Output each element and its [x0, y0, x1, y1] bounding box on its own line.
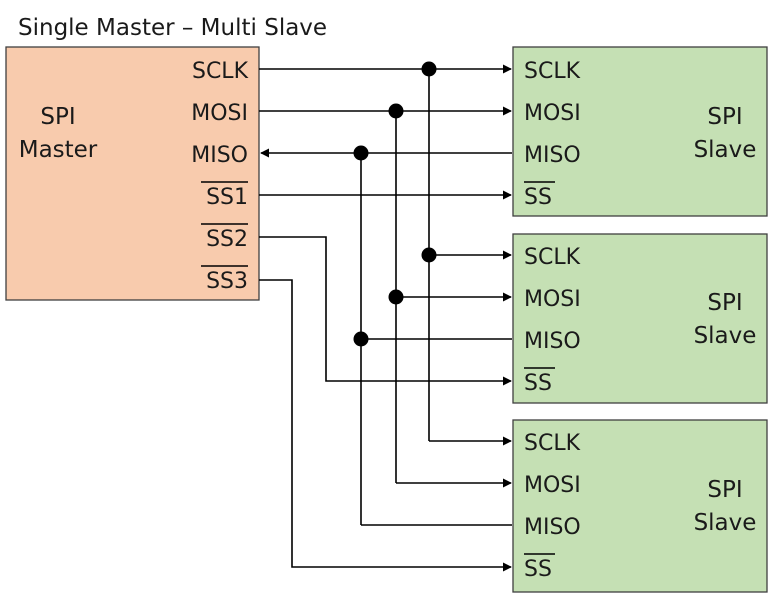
slave-3-name-line2: Slave: [694, 510, 757, 536]
diagram-title: Single Master – Multi Slave: [18, 15, 327, 41]
slave-2-pin-mosi: MOSI: [524, 287, 581, 312]
slave-3-box: [512, 419, 768, 593]
master-pin-ss1: SS1: [206, 185, 248, 210]
master-pin-miso: MISO: [191, 143, 248, 168]
mosi-junction-dot-2: [388, 289, 404, 305]
master-pin-sclk: SCLK: [192, 59, 249, 84]
slave-1-name-line1: SPI: [707, 104, 742, 130]
sclk-junction-dot-2: [421, 247, 437, 263]
miso-junction-dot-2: [353, 331, 369, 347]
master-box: [5, 46, 260, 301]
slave-2-name-line1: SPI: [707, 290, 742, 316]
slave-3-pin-miso: MISO: [524, 515, 581, 540]
ss3-line: [259, 279, 512, 572]
slave-2-pin-sclk: SCLK: [524, 245, 581, 270]
mosi-junction-dot: [388, 103, 404, 119]
slave-2-name-line2: Slave: [694, 323, 757, 349]
master-name-line1: SPI: [40, 104, 75, 130]
master-pin-ss2: SS2: [206, 227, 248, 252]
slave-2-box: [512, 233, 768, 404]
slave-3-pin-sclk: SCLK: [524, 431, 581, 456]
slave-1-pin-sclk: SCLK: [524, 59, 581, 84]
slave-1-pin-ss: SS: [524, 185, 552, 210]
master-pin-ss3: SS3: [206, 269, 248, 294]
ss2-line: [259, 236, 512, 386]
slave-1-pin-miso: MISO: [524, 143, 581, 168]
slave-1-pin-mosi: MOSI: [524, 101, 581, 126]
slave-1-box: [512, 46, 768, 217]
miso-junction-dot: [353, 145, 369, 161]
slave-3-pin-ss: SS: [524, 557, 552, 582]
slave-2-pin-miso: MISO: [524, 329, 581, 354]
slave-2-pin-ss: SS: [524, 371, 552, 396]
sclk-junction-dot: [421, 61, 437, 77]
slave-3-name-line1: SPI: [707, 477, 742, 503]
slave-3-pin-mosi: MOSI: [524, 473, 581, 498]
master-pin-mosi: MOSI: [191, 101, 248, 126]
master-name-line2: Master: [19, 137, 98, 163]
slave-1-name-line2: Slave: [694, 137, 757, 163]
